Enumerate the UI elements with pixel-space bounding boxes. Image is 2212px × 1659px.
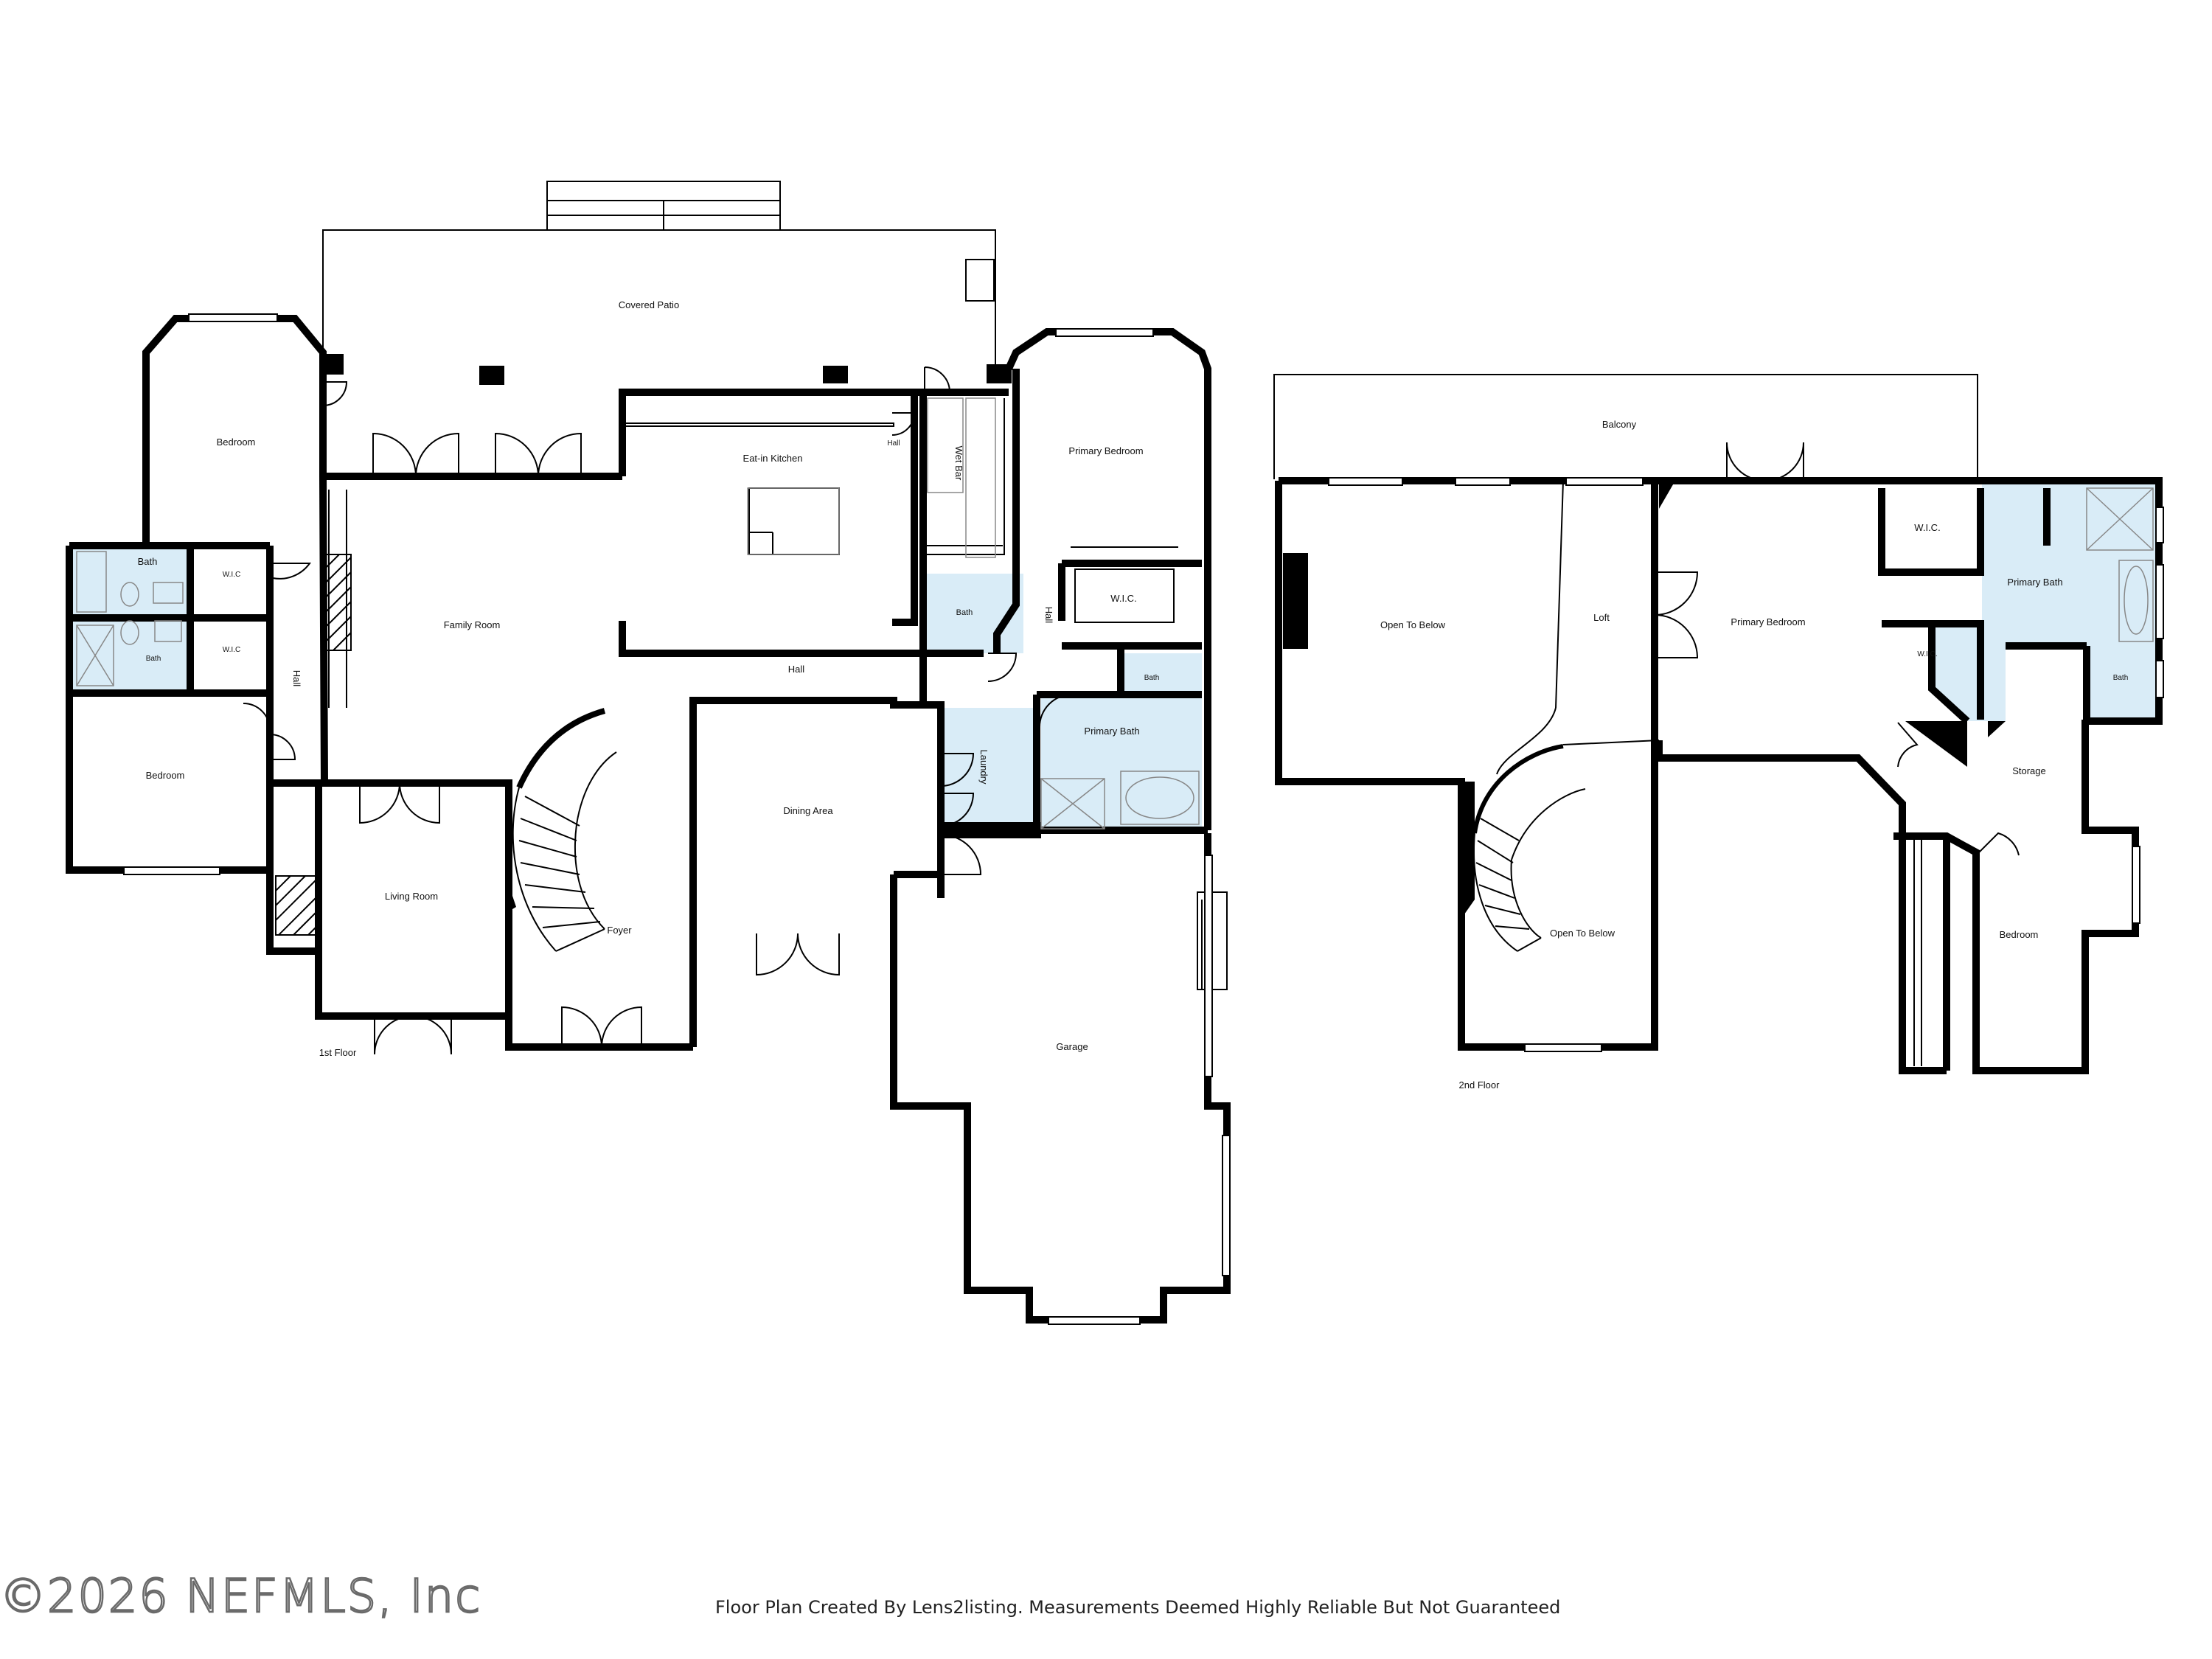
label-wic: W.I.C.: [1917, 650, 1937, 658]
label-foyer: Foyer: [607, 925, 632, 936]
label-hall: Hall: [887, 439, 900, 448]
label-hall: Hall: [1043, 607, 1054, 624]
label-hall: Hall: [291, 670, 302, 687]
label-primary-bedroom: Primary Bedroom: [1731, 616, 1805, 627]
label-bath: Bath: [1144, 674, 1160, 682]
windows: [123, 313, 2164, 1325]
label-bath: Bath: [2113, 674, 2129, 682]
label-open-to-below: Open To Below: [1550, 928, 1615, 939]
label-eat-in-kitchen: Eat-in Kitchen: [743, 453, 803, 464]
staircase-second-floor: [1472, 744, 1586, 952]
label-wic: W.I.C: [223, 571, 240, 579]
door-swings: [243, 366, 2020, 1055]
fireplaces: [275, 554, 352, 936]
label-open-to-below: Open To Below: [1380, 619, 1446, 630]
label-balcony: Balcony: [1602, 419, 1637, 430]
solid-features: [321, 354, 2006, 914]
label-garage: Garage: [1056, 1041, 1088, 1052]
staircase-first-floor: [512, 708, 617, 952]
label-primary-bedroom: Primary Bedroom: [1068, 445, 1143, 456]
label-wic: W.I.C.: [1914, 522, 1940, 533]
label-bedroom: Bedroom: [2000, 929, 2039, 940]
floor-label-second: 2nd Floor: [1459, 1079, 1500, 1091]
label-bedroom: Bedroom: [146, 770, 185, 781]
floor-label-first: 1st Floor: [319, 1047, 357, 1058]
label-bath: Bath: [138, 556, 158, 567]
label-wic: W.I.C.: [1110, 593, 1136, 604]
label-wic: W.I.C: [223, 646, 240, 654]
fixtures: [76, 397, 2154, 830]
label-covered-patio: Covered Patio: [619, 299, 679, 310]
label-primary-bath: Primary Bath: [1084, 726, 1139, 737]
label-primary-bath: Primary Bath: [2007, 577, 2062, 588]
label-bedroom: Bedroom: [217, 437, 256, 448]
label-bath: Bath: [956, 608, 973, 617]
label-living-room: Living Room: [385, 891, 438, 902]
label-loft: Loft: [1593, 612, 1610, 623]
label-dining-area: Dining Area: [783, 805, 833, 816]
label-laundry: Laundry: [978, 750, 990, 785]
label-hall: Hall: [788, 664, 805, 675]
label-family-room: Family Room: [444, 619, 501, 630]
copyright-watermark: ©2026 NEFMLS, Inc: [0, 1568, 482, 1624]
label-wet-bar: Wet Bar: [953, 446, 964, 481]
label-storage: Storage: [2012, 765, 2046, 776]
label-bath: Bath: [146, 655, 161, 663]
floor-plan-caption: Floor Plan Created By Lens2listing. Meas…: [715, 1597, 1561, 1618]
